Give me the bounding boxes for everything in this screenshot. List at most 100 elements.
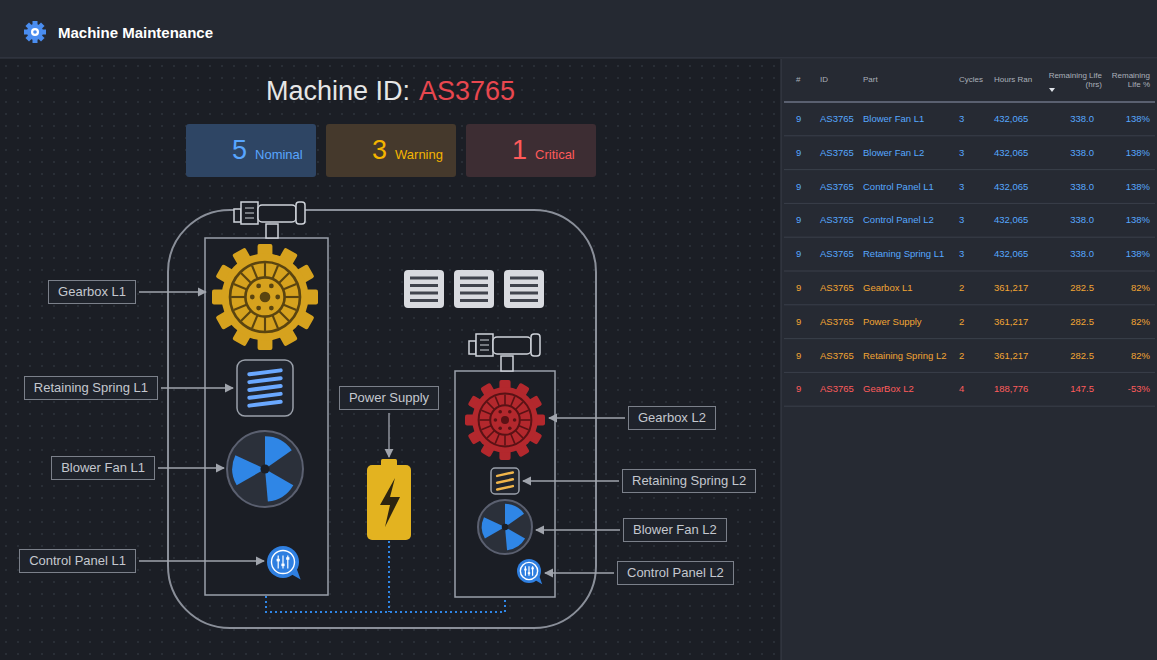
gear-icon	[212, 244, 318, 350]
table-cell: 188,776	[994, 383, 1042, 395]
motor-symbol	[234, 202, 540, 371]
battery-symbol	[367, 465, 411, 540]
vent-grille	[504, 270, 544, 308]
table-cell: -53%	[1104, 383, 1150, 395]
battery-symbol	[367, 459, 411, 540]
control-icon	[525, 566, 526, 576]
gear-icon	[252, 266, 257, 279]
table-cell: 138%	[1104, 181, 1150, 193]
vent-grille	[454, 270, 494, 308]
status-pill: 3 Warning	[326, 124, 456, 177]
part-name: Gearbox L2	[638, 410, 706, 425]
vent-grille	[460, 299, 488, 302]
gear-icon	[252, 316, 257, 329]
table-rule	[784, 271, 1155, 272]
table-cell: 2	[959, 350, 992, 362]
table-cell: 138%	[1104, 248, 1150, 260]
line1-column	[205, 238, 328, 595]
table-cell: AS3765	[820, 181, 864, 193]
control-icon	[277, 559, 280, 562]
table-cell: Control Panel L2	[863, 214, 959, 226]
spring-icon	[497, 486, 513, 489]
part-name: Control Panel L1	[29, 553, 126, 568]
table-cell: AS3765	[820, 383, 864, 395]
fan-icon	[502, 524, 508, 530]
spring-icon	[237, 360, 293, 416]
control-icon	[286, 557, 289, 560]
table-cell: 282.5	[1040, 282, 1102, 294]
control-icon	[532, 566, 533, 576]
gear-icon	[519, 426, 529, 430]
table-cell: AS3765	[820, 282, 864, 294]
motor-symbol	[480, 345, 489, 346]
table-header: Hours Ran	[994, 66, 1042, 94]
part-label-box: Blower Fan L2	[623, 518, 727, 542]
control-icon	[528, 566, 529, 576]
table-cell: AS3765	[820, 248, 864, 260]
control-icon	[517, 559, 541, 583]
motor-symbol	[245, 208, 254, 209]
table-rule	[784, 406, 1155, 407]
gear-icon	[508, 427, 512, 431]
table-cell: 138%	[1104, 147, 1150, 159]
table-cell: 9	[796, 214, 814, 226]
table-cell: 138%	[1104, 214, 1150, 226]
table-cell: 147.5	[1040, 383, 1102, 395]
motor-symbol	[531, 334, 540, 356]
table-cell: 9	[796, 147, 814, 159]
control-icon	[267, 546, 299, 578]
app-title: Machine Maintenance	[58, 24, 213, 42]
part-label-box: Control Panel L2	[617, 561, 734, 585]
leader-line	[536, 529, 620, 530]
dot-grid	[0, 58, 781, 660]
table-cell: GearBox L2	[863, 383, 959, 395]
fan-icon	[482, 517, 505, 538]
table-cell: 432,065	[994, 113, 1042, 125]
gear-icon	[234, 305, 247, 310]
gear-icon	[273, 266, 278, 279]
fan-icon	[478, 500, 532, 554]
status-count: 3	[372, 124, 387, 177]
gear-icon	[481, 410, 491, 414]
table-cell: 361,217	[994, 316, 1042, 328]
table-header: #	[796, 66, 814, 94]
motor-symbol	[234, 209, 241, 222]
status-label: Critical	[535, 147, 575, 162]
part-label-box: Blower Fan L1	[51, 456, 155, 480]
table-header: ID	[820, 66, 864, 94]
table-rule	[784, 101, 1155, 103]
fan-icon	[260, 464, 269, 473]
gear-icon	[284, 305, 297, 310]
control-icon	[278, 556, 279, 569]
table-rule	[784, 135, 1155, 136]
gear-icon	[250, 295, 255, 300]
leader-line	[549, 417, 625, 418]
control-icon	[267, 546, 301, 580]
part-name: Retaining Spring L2	[632, 473, 746, 488]
fan-icon	[227, 431, 303, 507]
gear-icon	[508, 410, 512, 414]
gear-icon	[275, 295, 280, 300]
motor-symbol	[480, 340, 489, 341]
table-cell: 2	[959, 316, 992, 328]
control-icon	[528, 572, 530, 574]
fan-icon	[505, 504, 524, 527]
table-rule	[784, 102, 1155, 406]
table-rule	[784, 304, 1155, 305]
gear-icon	[273, 316, 278, 329]
table-cell: AS3765	[820, 147, 864, 159]
gear-icon	[516, 431, 523, 438]
part-name: Retaining Spring L1	[34, 380, 148, 395]
table-cell: 9	[796, 383, 814, 395]
spring-icon	[497, 472, 513, 475]
gear-icon	[501, 416, 509, 424]
status-label: Warning	[395, 147, 443, 162]
status-label: Nominal	[255, 147, 303, 162]
gear-icon	[495, 396, 499, 406]
part-name: Blower Fan L1	[61, 460, 145, 475]
table-cell: AS3765	[820, 113, 864, 125]
motor-symbol	[476, 334, 493, 356]
